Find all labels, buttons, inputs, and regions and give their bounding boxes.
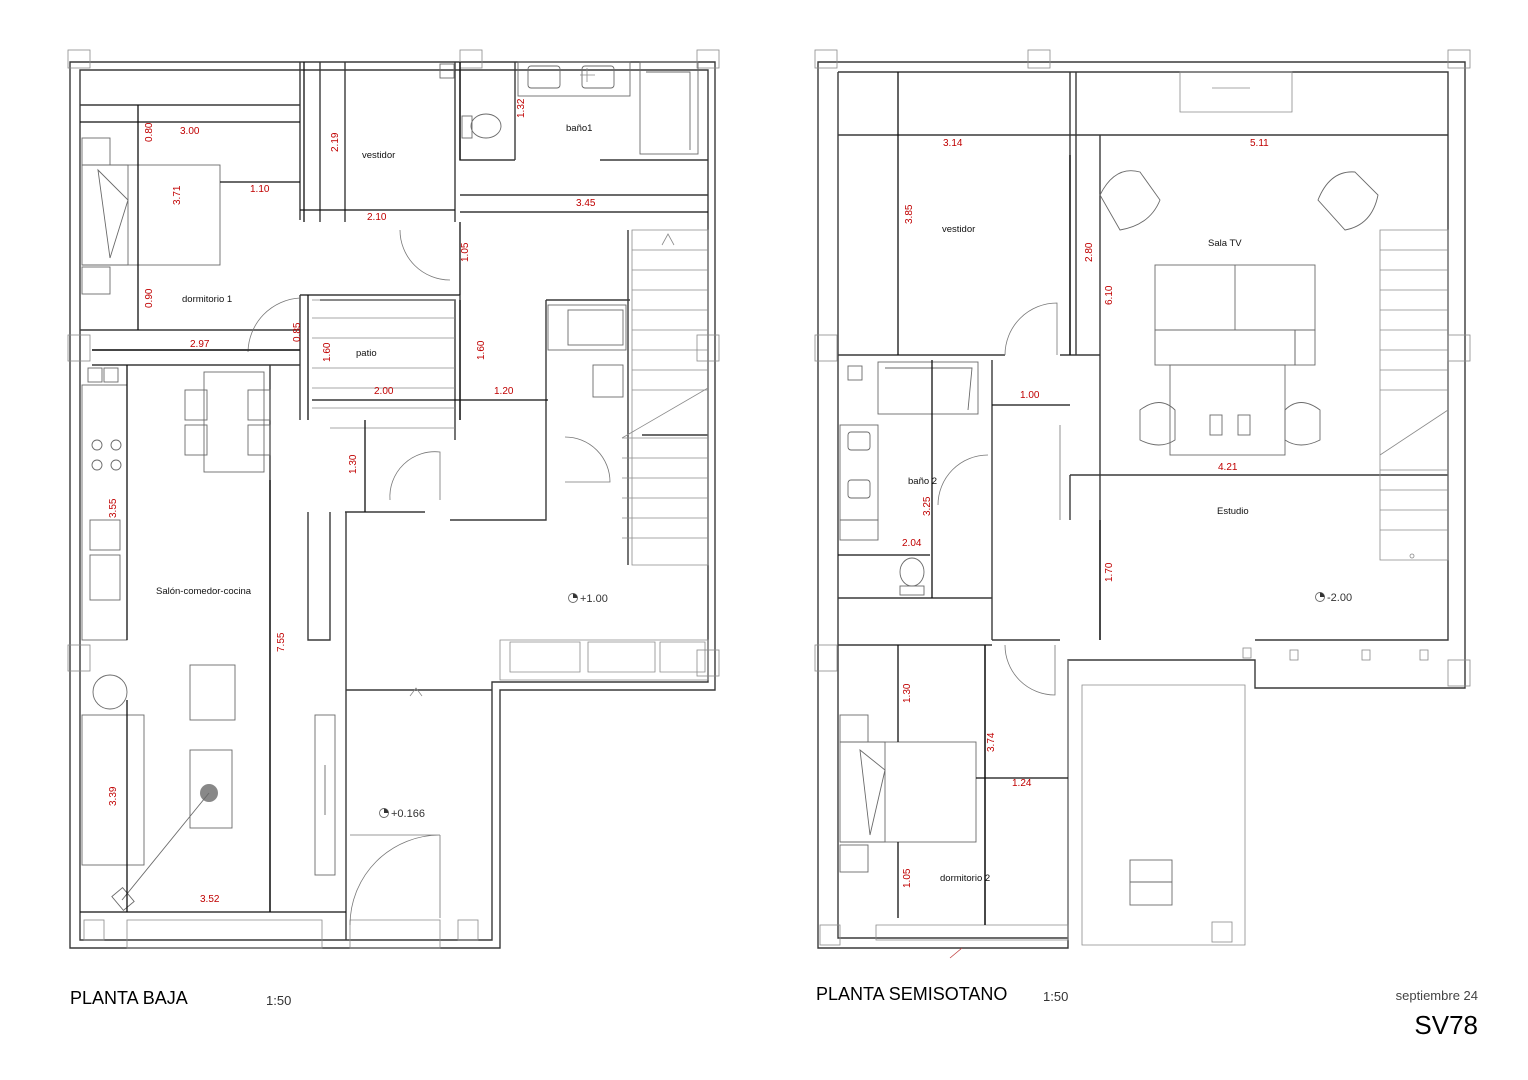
dim-text: 1.10 [250,184,270,195]
plan-planta-semisotano: 3.14 5.11 3.85 2.80 6.10 1.00 4.21 3.25 … [814,49,1471,959]
dim-text: 1.60 [322,342,333,362]
room-labels-planta-semisotano: vestidor Sala TV baño 2 Estudio dormitor… [908,224,1249,884]
stair-planta-semisotano [1379,229,1449,561]
red-mark [949,947,963,959]
dim-text: 3.39 [108,786,119,806]
plan-scale-planta-semisotano: 1:50 [1043,989,1069,1004]
interior-walls [80,62,708,940]
dim-text: 2.97 [190,339,210,350]
room-label-estudio: Estudio [1217,506,1249,517]
dim-text: 3.00 [180,126,200,137]
plan-title-planta-semisotano: PLANTA SEMISOTANO [816,984,1008,1004]
dim-text: 2.80 [1084,242,1095,262]
room-label-dormitorio-1: dormitorio 1 [182,294,232,305]
dimension-lines-planta-semisotano [838,72,1101,925]
dim-text: 0.85 [292,322,303,342]
dim-text: 2.10 [367,212,387,223]
dim-text: 1.60 [476,340,487,360]
dim-text: 0.90 [144,288,155,308]
dim-text: 2.00 [374,386,394,397]
room-label-bano-2: baño 2 [908,476,937,487]
dim-text: 1.30 [902,683,913,703]
dim-text: 3.14 [943,138,963,149]
room-labels-planta-baja: dormitorio 1 vestidor baño1 patio Salón-… [156,123,592,597]
dim-text: 1.32 [516,98,527,118]
dimension-texts-planta-baja: 0.80 3.00 3.71 1.10 0.90 2.97 2.19 2.10 … [108,98,596,905]
dim-text: 3.52 [200,894,220,905]
dim-text: 1.24 [1012,778,1032,789]
stair-planta-baja [312,229,709,697]
dim-text: 5.11 [1250,138,1269,149]
dim-text: 1.05 [460,242,471,262]
column-marks [814,49,1471,946]
dim-text: 1.20 [494,386,514,397]
dim-text: 3.85 [904,204,915,224]
plan-scale-planta-baja: 1:50 [266,993,292,1008]
dim-text: 2.19 [330,132,341,152]
room-label-vestidor: vestidor [362,150,395,161]
dim-text: 3.71 [172,185,183,205]
room-label-sala-tv: Sala TV [1208,238,1242,249]
levels-planta-baja: +1.00 +0.166 [379,593,608,820]
dim-text: 1.70 [1104,562,1115,582]
level-text: +0.166 [391,808,425,820]
room-label-vestidor: vestidor [942,224,975,235]
dim-text: 3.45 [576,198,596,209]
dim-text: 4.21 [1218,462,1238,473]
doors-planta-semisotano [937,302,1061,696]
outer-walls [817,61,1466,949]
plan-title-planta-baja: PLANTA BAJA [70,988,188,1008]
dim-text: 1.05 [902,868,913,888]
dim-text: 7.55 [276,632,287,652]
dim-text: 6.10 [1104,285,1115,305]
level-text: -2.00 [1327,592,1352,604]
plan-planta-baja: 0.80 3.00 3.71 1.10 0.90 2.97 2.19 2.10 … [67,49,720,949]
column-marks [67,49,720,941]
sheet-code: SV78 [1414,1010,1478,1040]
dim-text: 3.55 [108,498,119,518]
dimension-lines-planta-baja [80,62,708,913]
room-label-salon: Salón-comedor-cocina [156,586,252,597]
dim-text: 3.25 [922,496,933,516]
doors-planta-baja [247,229,611,926]
dimension-texts-planta-semisotano: 3.14 5.11 3.85 2.80 6.10 1.00 4.21 3.25 … [902,138,1269,888]
sheet-date: septiembre 24 [1395,988,1478,1003]
dim-text: 1.00 [1020,390,1040,401]
room-label-dormitorio-2: dormitorio 2 [940,873,990,884]
room-label-patio: patio [356,348,377,359]
room-label-bano1: baño1 [566,123,592,134]
levels-planta-semisotano: -2.00 [1315,592,1352,604]
dim-text: 2.04 [902,538,922,549]
furniture-planta-baja [81,61,699,912]
dim-text: 3.74 [986,732,997,752]
dim-text: 1.30 [348,454,359,474]
level-text: +1.00 [580,593,608,605]
dim-text: 0.80 [144,122,155,142]
furniture-planta-semisotano [839,170,1429,906]
outer-walls [69,61,716,949]
